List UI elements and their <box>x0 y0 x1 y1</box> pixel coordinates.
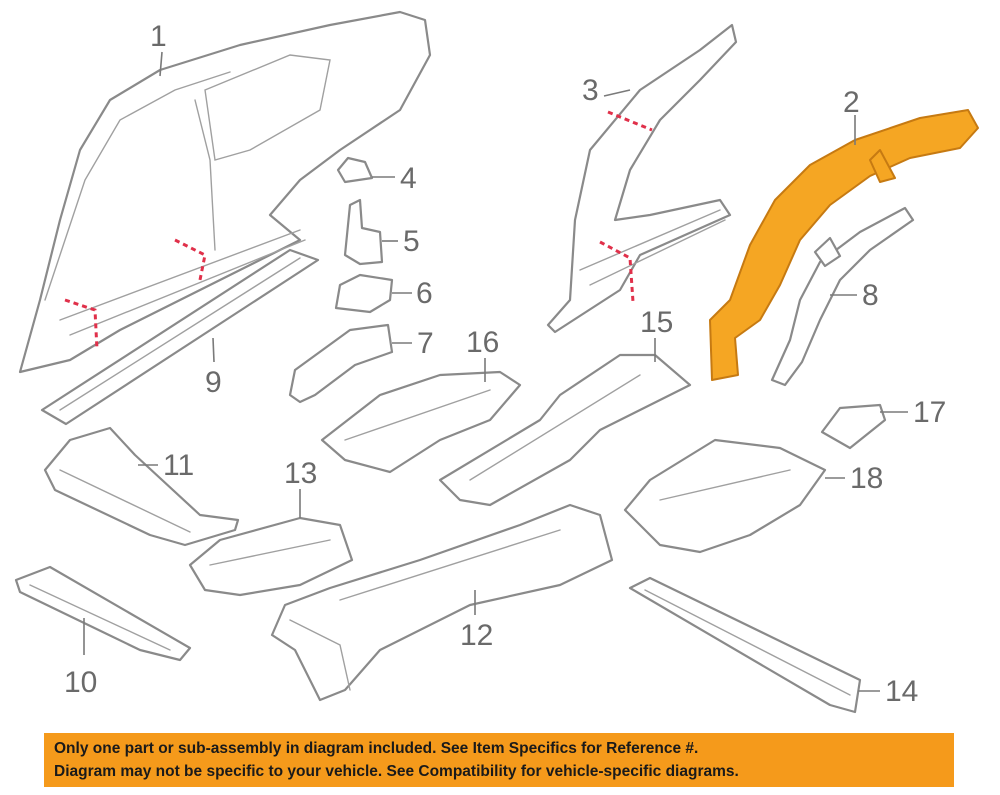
callout-13: 13 <box>284 457 317 490</box>
part-1-body-side-panel <box>18 10 432 374</box>
callout-7: 7 <box>417 327 434 360</box>
part-18-rear-floor-panel <box>623 438 845 554</box>
callout-2: 2 <box>843 86 860 119</box>
callout-1: 1 <box>150 20 167 53</box>
callout-8: 8 <box>862 279 879 312</box>
callout-14: 14 <box>885 675 918 708</box>
callout-9: 9 <box>205 366 222 399</box>
part-11-floor-extension <box>43 426 240 547</box>
disclaimer-banner: Only one part or sub-assembly in diagram… <box>44 733 954 787</box>
callout-4: 4 <box>400 162 417 195</box>
part-3-center-pillar <box>546 23 738 334</box>
callout-11: 11 <box>163 449 194 482</box>
callout-18: 18 <box>850 462 883 495</box>
part-15-center-floor-panel <box>438 338 692 507</box>
part-5-bracket <box>343 198 398 266</box>
disclaimer-line-1: Only one part or sub-assembly in diagram… <box>54 740 699 757</box>
callout-17: 17 <box>913 396 946 429</box>
part-13-floor-section <box>188 489 354 597</box>
callout-15: 15 <box>640 306 673 339</box>
part-9-rocker-panel <box>40 248 320 426</box>
part-4-bracket <box>336 156 395 184</box>
callout-12: 12 <box>460 619 493 652</box>
part-2-pillar-reinforcement <box>709 109 979 381</box>
part-16-front-floor-panel <box>320 358 522 474</box>
part-7-bracket <box>288 323 412 404</box>
callout-16: 16 <box>466 326 499 359</box>
part-14-cross-member <box>628 576 880 714</box>
callout-5: 5 <box>403 225 420 258</box>
part-6-bracket <box>334 273 412 314</box>
part-8-inner-pillar <box>770 206 915 387</box>
part-17-bracket <box>820 403 908 450</box>
disclaimer-line-2: Diagram may not be specific to your vehi… <box>54 763 739 780</box>
part-12-tunnel-floor-pan <box>270 503 614 702</box>
part-10-sill-member <box>14 565 192 662</box>
callout-6: 6 <box>416 277 433 310</box>
callout-3: 3 <box>582 74 599 107</box>
callout-10: 10 <box>64 666 97 699</box>
